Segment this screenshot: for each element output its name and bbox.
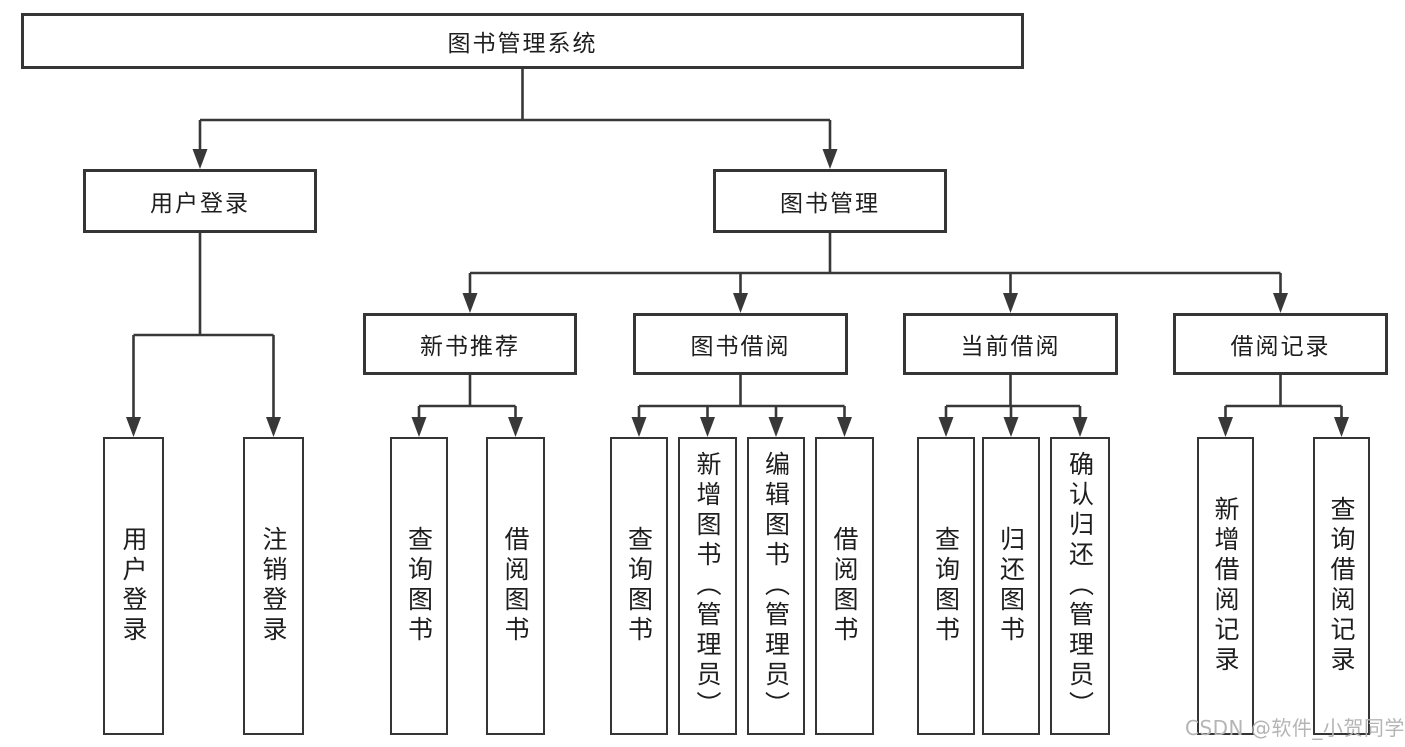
leaf-newbook-query: 查询图书 [390, 437, 448, 735]
leaf-label: 查询图书 [931, 526, 961, 646]
leaf-borrow-add-admin: 新增图书（管理员） [678, 437, 737, 735]
node-book-management: 图书管理 [713, 169, 947, 233]
leaf-label: 用户登录 [119, 526, 148, 646]
csdn-watermark: CSDN @软件_小贺同学 [1185, 716, 1405, 740]
node-root: 图书管理系统 [21, 13, 1024, 69]
node-new-book-recommend-label: 新书推荐 [420, 334, 520, 360]
node-book-management-label: 图书管理 [780, 191, 880, 217]
leaf-current-query: 查询图书 [917, 437, 975, 735]
leaf-label: 借阅图书 [501, 526, 530, 646]
leaf-label: 新增图书（管理员） [693, 451, 722, 721]
leaf-label: 确认归还（管理员） [1065, 451, 1095, 721]
node-user-login-label: 用户登录 [150, 191, 250, 217]
node-new-book-recommend: 新书推荐 [363, 313, 577, 375]
leaf-label: 查询借阅记录 [1327, 496, 1356, 676]
node-book-borrow-label: 图书借阅 [690, 334, 791, 360]
node-root-label: 图书管理系统 [447, 31, 598, 57]
leaf-current-return: 归还图书 [982, 437, 1040, 735]
leaf-borrow-borrow: 借阅图书 [815, 437, 874, 735]
node-user-login: 用户登录 [83, 169, 317, 233]
leaf-label: 查询图书 [624, 526, 654, 646]
leaf-label: 归还图书 [996, 526, 1026, 646]
node-current-borrow-label: 当前借阅 [960, 334, 1061, 360]
node-current-borrow: 当前借阅 [903, 313, 1118, 375]
leaf-user-login: 用户登录 [103, 437, 164, 735]
leaf-label: 编辑图书（管理员） [761, 451, 791, 721]
node-borrow-records-label: 借阅记录 [1230, 334, 1331, 360]
node-book-borrow: 图书借阅 [633, 313, 848, 375]
leaf-label: 查询图书 [404, 526, 434, 646]
leaf-current-confirm-admin: 确认归还（管理员） [1050, 437, 1110, 735]
leaf-label: 借阅图书 [830, 526, 859, 646]
leaf-records-query: 查询借阅记录 [1313, 437, 1370, 735]
leaf-borrow-edit-admin: 编辑图书（管理员） [747, 437, 805, 735]
leaf-borrow-query: 查询图书 [610, 437, 668, 735]
leaf-newbook-borrow: 借阅图书 [486, 437, 545, 735]
node-borrow-records: 借阅记录 [1173, 313, 1388, 375]
leaf-logout: 注销登录 [243, 437, 304, 735]
leaf-label: 新增借阅记录 [1211, 496, 1240, 676]
leaf-label: 注销登录 [259, 526, 288, 646]
leaf-records-add: 新增借阅记录 [1197, 437, 1254, 735]
